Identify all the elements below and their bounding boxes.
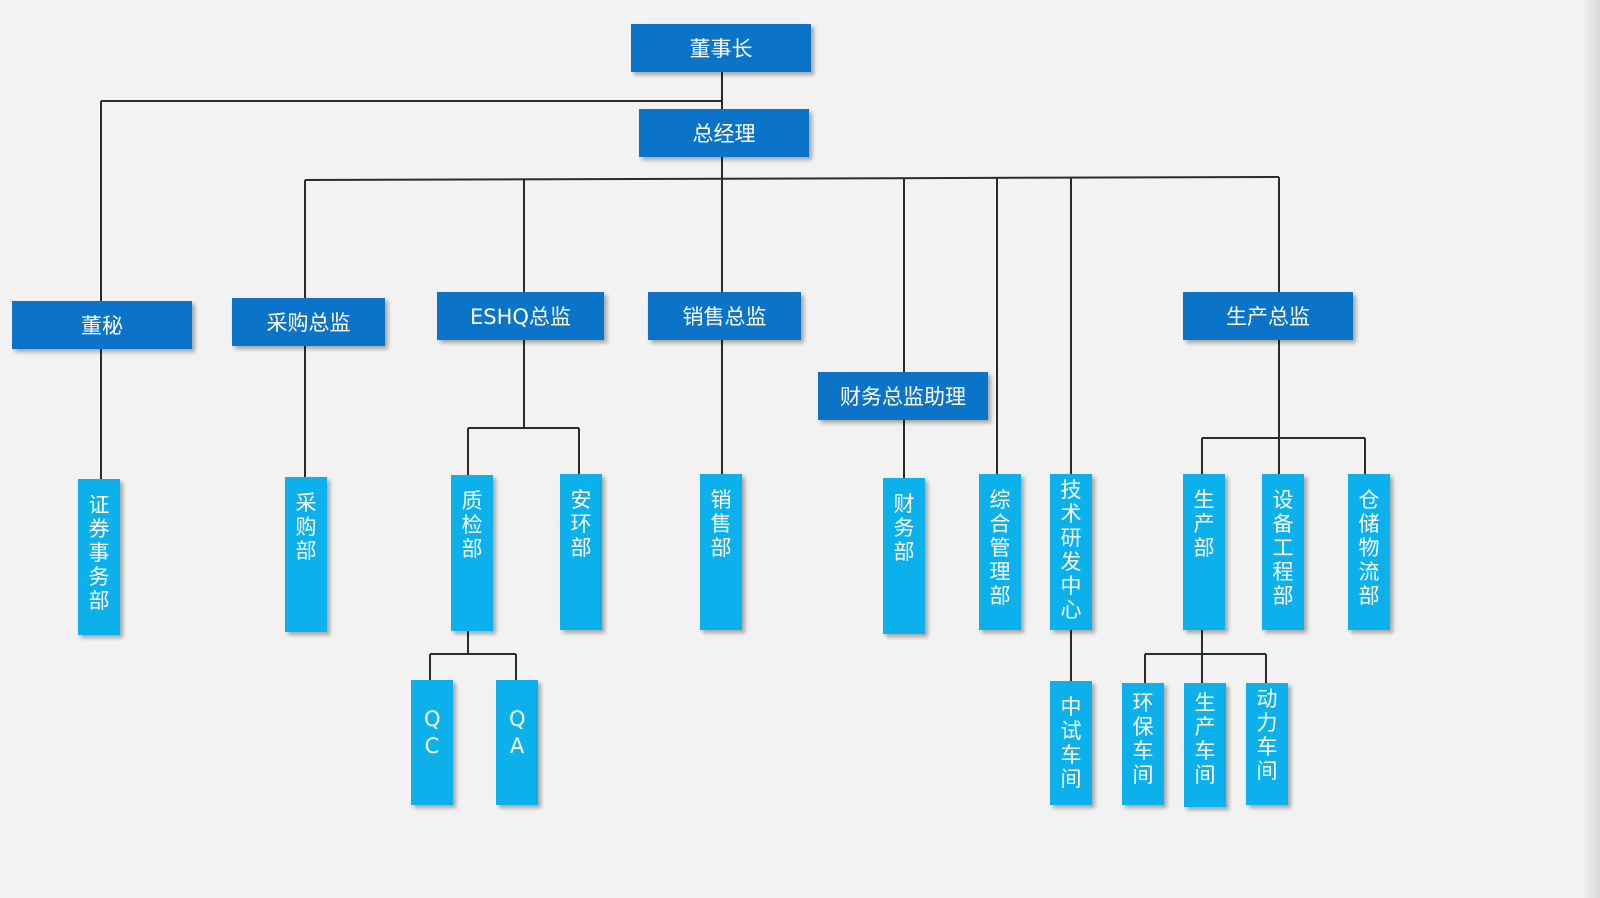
- node-purchasing-director: 采购总监: [232, 298, 385, 346]
- node-pilot-workshop-label: 中试车间: [1060, 695, 1082, 791]
- node-sales-director: 销售总监: [648, 292, 801, 340]
- node-production-workshop: 生产车间: [1184, 683, 1226, 807]
- node-general-manager: 总经理: [639, 109, 809, 157]
- node-production-dept-label: 生产部: [1193, 488, 1215, 560]
- node-environmental-workshop-label: 环保车间: [1132, 691, 1154, 787]
- node-safety-environment-dept-label: 安环部: [570, 488, 592, 560]
- node-quality-inspection-dept-label: 质检部: [461, 489, 483, 561]
- node-production-director-label: 生产总监: [1226, 305, 1310, 329]
- node-pilot-workshop: 中试车间: [1050, 681, 1092, 805]
- node-chairman: 董事长: [631, 24, 811, 72]
- node-environmental-workshop: 环保车间: [1122, 683, 1164, 805]
- node-qa: QA: [496, 680, 538, 805]
- node-quality-inspection-dept: 质检部: [451, 475, 493, 631]
- node-qc: QC: [411, 680, 453, 805]
- node-production-workshop-label: 生产车间: [1194, 691, 1216, 787]
- node-finance-dept: 财务部: [883, 478, 925, 634]
- node-tech-rd-center-label: 技术研发中心: [1060, 478, 1082, 622]
- node-general-manager-label: 总经理: [692, 122, 756, 146]
- connector-line: [304, 176, 1280, 181]
- node-securities-affairs-dept: 证券事务部: [78, 479, 120, 635]
- node-production-director: 生产总监: [1183, 292, 1353, 340]
- right-edge-shadow: [1582, 0, 1600, 898]
- node-sales-dept: 销售部: [700, 474, 742, 630]
- node-eshq-director: ESHQ总监: [437, 292, 604, 340]
- node-power-workshop: 动力车间: [1246, 683, 1288, 805]
- node-finance-dept-label: 财务部: [893, 492, 915, 564]
- node-qa-label: QA: [509, 707, 526, 758]
- node-general-management-dept-label: 综合管理部: [989, 488, 1011, 608]
- node-warehouse-logistics-dept-label: 仓储物流部: [1358, 488, 1380, 608]
- node-finance-assistant-label: 财务总监助理: [840, 385, 966, 409]
- node-sales-director-label: 销售总监: [682, 305, 767, 329]
- node-warehouse-logistics-dept: 仓储物流部: [1348, 474, 1390, 630]
- node-equipment-engineering-dept: 设备工程部: [1262, 474, 1304, 630]
- node-sales-dept-label: 销售部: [710, 488, 732, 560]
- node-production-dept: 生产部: [1183, 474, 1225, 630]
- node-tech-rd-center: 技术研发中心: [1050, 474, 1092, 630]
- node-securities-affairs-dept-label: 证券事务部: [88, 493, 110, 613]
- node-board-secretary-label: 董秘: [81, 314, 123, 338]
- node-purchasing-dept: 采购部: [285, 477, 327, 632]
- node-board-secretary: 董秘: [12, 301, 192, 349]
- node-eshq-director-label: ESHQ总监: [470, 305, 571, 329]
- node-safety-environment-dept: 安环部: [560, 474, 602, 630]
- node-purchasing-dept-label: 采购部: [295, 491, 317, 563]
- node-qc-label: QC: [424, 707, 441, 758]
- node-chairman-label: 董事长: [689, 37, 753, 61]
- node-general-management-dept: 综合管理部: [979, 474, 1021, 630]
- node-purchasing-director-label: 采购总监: [266, 311, 351, 335]
- node-finance-assistant: 财务总监助理: [818, 372, 988, 420]
- node-power-workshop-label: 动力车间: [1256, 687, 1278, 783]
- node-equipment-engineering-dept-label: 设备工程部: [1272, 488, 1294, 608]
